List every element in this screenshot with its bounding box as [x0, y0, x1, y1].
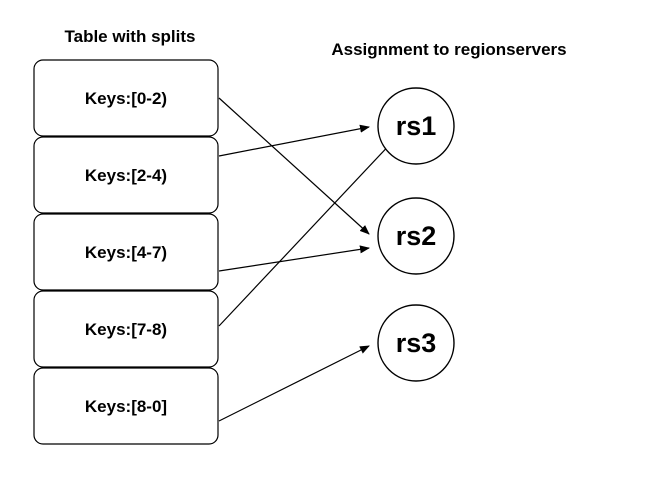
regionserver-node-rs2: rs2	[377, 197, 455, 275]
region-table: Keys:[0-2) Keys:[2-4) Keys:[4-7) Keys:[7…	[33, 59, 219, 445]
region-label: Keys:[4-7)	[85, 243, 167, 262]
edge-region-4-to-rs3	[218, 345, 370, 422]
regionserver-label: rs3	[396, 328, 437, 358]
region-label: Keys:[0-2)	[85, 89, 167, 108]
edge-region-1-to-rs1	[218, 124, 370, 157]
regionservers: rs1 rs2 rs3	[377, 87, 455, 382]
region-label: Keys:[7-8)	[85, 320, 167, 339]
regionserver-label: rs1	[396, 111, 437, 141]
assignment-heading: Assignment to regionservers	[331, 40, 566, 59]
region-label: Keys:[2-4)	[85, 166, 167, 185]
regionserver-label: rs2	[396, 221, 437, 251]
regionserver-node-rs1: rs1	[377, 87, 455, 165]
region-box: Keys:[2-4)	[33, 136, 219, 214]
region-label: Keys:[8-0]	[85, 397, 167, 416]
edge-region-2-to-rs2	[218, 245, 370, 272]
edge-region-3-to-rs1	[218, 139, 395, 327]
region-box: Keys:[4-7)	[33, 213, 219, 291]
region-box: Keys:[0-2)	[33, 59, 219, 137]
table-heading: Table with splits	[65, 27, 196, 46]
edges	[218, 97, 395, 422]
region-box: Keys:[8-0]	[33, 367, 219, 445]
region-box: Keys:[7-8)	[33, 290, 219, 368]
regionserver-node-rs3: rs3	[377, 304, 455, 382]
edge-region-0-to-rs2	[218, 97, 370, 235]
